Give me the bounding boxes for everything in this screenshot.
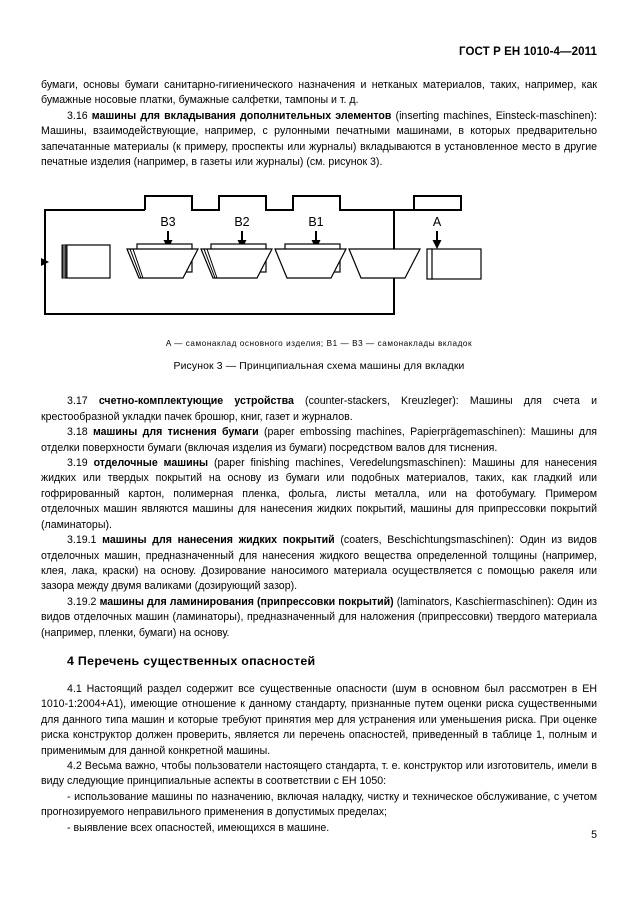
output-stack bbox=[426, 248, 482, 281]
clause-4-1: 4.1 Настоящий раздел содержит все сущест… bbox=[41, 682, 597, 757]
clause-3-19-2: 3.19.2 машины для ламинирования (припрес… bbox=[41, 595, 597, 641]
clause-3-19-2-number: 3.19.2 bbox=[67, 595, 97, 608]
page-header-standard-title: ГОСТ Р ЕН 1010-4—2011 bbox=[459, 46, 597, 58]
clause-4-2: 4.2 Весьма важно, чтобы пользователи нас… bbox=[41, 759, 597, 788]
clause-4-2-bullet-2: - выявление всех опасностей, имеющихся в… bbox=[67, 821, 330, 834]
figure-3-drawing: B3 B2 B1 A bbox=[41, 188, 597, 333]
page-content: бумаги, основы бумаги санитарно-гигиенич… bbox=[41, 78, 597, 836]
clause-3-16: 3.16 машины для вкладывания дополнительн… bbox=[41, 109, 597, 171]
clause-3-17-number: 3.17 bbox=[67, 395, 88, 408]
clause-3-16-text: (inserting machines, Einsteck-maschinen)… bbox=[41, 109, 597, 169]
hopper-plain bbox=[348, 248, 421, 280]
clause-3-19-1-number: 3.19.1 bbox=[67, 534, 97, 547]
spacer-after-figure bbox=[41, 372, 597, 390]
clause-3-18-term: машины для тиснения бумаги bbox=[92, 426, 259, 439]
spacer-before-section-4 bbox=[41, 641, 597, 653]
clause-3-19-1-text: (coaters, Beschichtungsmaschinen): Один … bbox=[41, 534, 597, 593]
inserting-machine-schematic-svg: B3 B2 B1 A bbox=[41, 195, 482, 316]
clause-3-19-1: 3.19.1 машины для нанесения жидких покры… bbox=[41, 533, 597, 595]
clause-3-18-text: (paper embossing machines, Papierprägema… bbox=[41, 426, 597, 454]
clause-3-19-2-term: машины для ламинирования (припрессовки п… bbox=[99, 595, 394, 608]
figure-3-caption: Рисунок 3 — Принципиальная схема машины … bbox=[173, 361, 465, 373]
clause-3-16-term: машины для вкладывания дополнительных эл… bbox=[91, 109, 392, 122]
figure-label-a: A bbox=[433, 215, 442, 229]
clause-3-17-term: счетно-комплектующие устройства bbox=[98, 395, 294, 408]
clause-3-16-number: 3.16 bbox=[67, 109, 88, 122]
clause-3-18-number: 3.18 bbox=[67, 426, 88, 439]
section-4-heading: 4 Перечень существенных опасностей bbox=[67, 653, 316, 668]
clause-3-19-number: 3.19 bbox=[67, 457, 88, 470]
figure-3: B3 B2 B1 A bbox=[41, 188, 597, 372]
clause-3-19-term: отделочные машины bbox=[93, 457, 209, 470]
figure-label-b2: B2 bbox=[234, 215, 249, 229]
clause-3-19-text: (paper finishing machines, Veredelungsma… bbox=[41, 457, 597, 531]
spacer-after-section-4 bbox=[41, 670, 597, 682]
figure-3-legend: A — самонаклад основного изделия; B1 — B… bbox=[165, 339, 473, 349]
clause-3-19: 3.19 отделочные машины (paper finishing … bbox=[41, 456, 597, 533]
page-number: 5 bbox=[591, 829, 597, 841]
clause-3-18: 3.18 машины для тиснения бумаги (paper e… bbox=[41, 425, 597, 456]
paragraph-continued: бумаги, основы бумаги санитарно-гигиенич… bbox=[41, 79, 597, 107]
hopper-b3 bbox=[126, 243, 199, 280]
clause-3-17-text: (counter-stackers, Kreuzleger): Машины д… bbox=[41, 395, 597, 423]
clause-3-19-1-term: машины для нанесения жидких покрытий bbox=[102, 534, 335, 547]
clause-3-19-2-text: (laminators, Kaschiermaschinen): Один из… bbox=[41, 595, 597, 639]
clause-3-17: 3.17 счетно-комплектующие устройства (co… bbox=[41, 394, 597, 425]
hopper-b2 bbox=[200, 243, 273, 280]
input-stack bbox=[61, 244, 111, 280]
figure-label-b3: B3 bbox=[160, 215, 175, 229]
hopper-b1 bbox=[274, 243, 347, 280]
spacer-before-figure bbox=[41, 170, 597, 188]
clause-4-2-bullet-1: - использование машины по назначению, вк… bbox=[41, 790, 597, 819]
figure-label-b1: B1 bbox=[308, 215, 323, 229]
